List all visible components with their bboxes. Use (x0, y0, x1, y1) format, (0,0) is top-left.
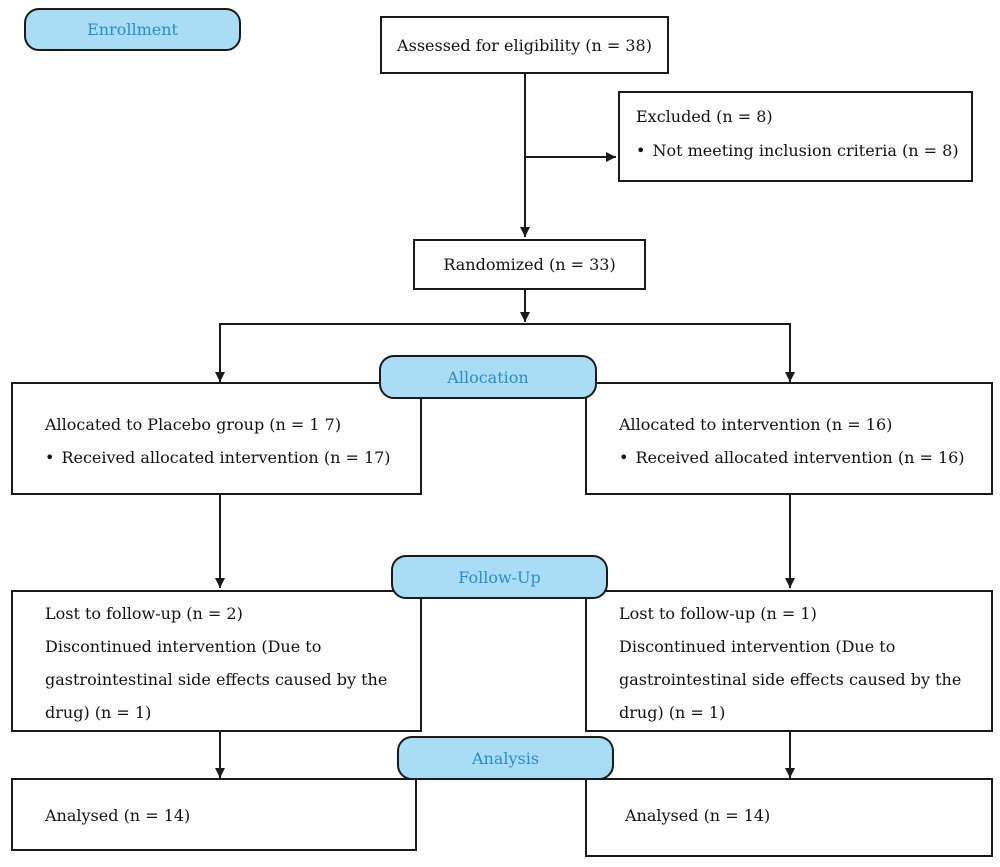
randomized-box: Randomized (n = 33) (413, 239, 646, 290)
left-received-text: Received allocated intervention (n = 17) (45, 448, 390, 467)
left-discontinued-line-3: drug) (n = 1) (45, 703, 152, 722)
split-line (219, 323, 791, 382)
phase-label-enrollment: Enrollment (24, 8, 241, 51)
left-analysed-text: Analysed (n = 14) (45, 806, 191, 825)
excluded-box: Excluded (n = 8) Not meeting inclusion c… (618, 91, 973, 182)
left-allocation-box: Allocated to Placebo group (n = 1 7) Rec… (11, 382, 422, 495)
right-discontinued-line-1: Discontinued intervention (Due to (619, 637, 896, 656)
right-allocation-box: Allocated to intervention (n = 16) Recei… (585, 382, 993, 495)
left-discontinued-line-1: Discontinued intervention (Due to (45, 637, 322, 656)
phase-label-enrollment-text: Enrollment (87, 20, 178, 39)
phase-label-allocation-text: Allocation (447, 367, 529, 387)
right-discontinued-line-3: drug) (n = 1) (619, 703, 726, 722)
phase-label-follow-up: Follow-Up (391, 555, 608, 599)
right-allocated-text: Allocated to intervention (n = 16) (619, 415, 893, 434)
phase-label-analysis-text: Analysis (471, 748, 540, 768)
excluded-title: Excluded (n = 8) (636, 107, 773, 126)
right-analysed-text: Analysed (n = 14) (625, 806, 771, 825)
left-lost-text: Lost to follow-up (n = 2) (45, 604, 243, 623)
phase-label-allocation: Allocation (379, 355, 597, 399)
phase-label-follow-up-text: Follow-Up (458, 567, 541, 587)
right-received-text: Received allocated intervention (n = 16) (619, 448, 964, 467)
randomized-text: Randomized (n = 33) (443, 255, 616, 274)
left-followup-box: Lost to follow-up (n = 2) Discontinued i… (11, 590, 422, 732)
phase-label-analysis: Analysis (397, 736, 614, 780)
right-discontinued-line-2: gastrointestinal side effects caused by … (619, 670, 962, 689)
excluded-reason: Not meeting inclusion criteria (n = 8) (636, 141, 958, 160)
assessed-box: Assessed for eligibility (n = 38) (380, 16, 669, 74)
left-analysis-box: Analysed (n = 14) (11, 778, 417, 851)
assessed-text: Assessed for eligibility (n = 38) (397, 35, 652, 55)
left-discontinued-line-2: gastrointestinal side effects caused by … (45, 670, 388, 689)
right-followup-box: Lost to follow-up (n = 1) Discontinued i… (585, 590, 993, 732)
right-lost-text: Lost to follow-up (n = 1) (619, 604, 817, 623)
left-allocated-text: Allocated to Placebo group (n = 1 7) (45, 415, 342, 434)
right-analysis-box: Analysed (n = 14) (585, 778, 993, 857)
